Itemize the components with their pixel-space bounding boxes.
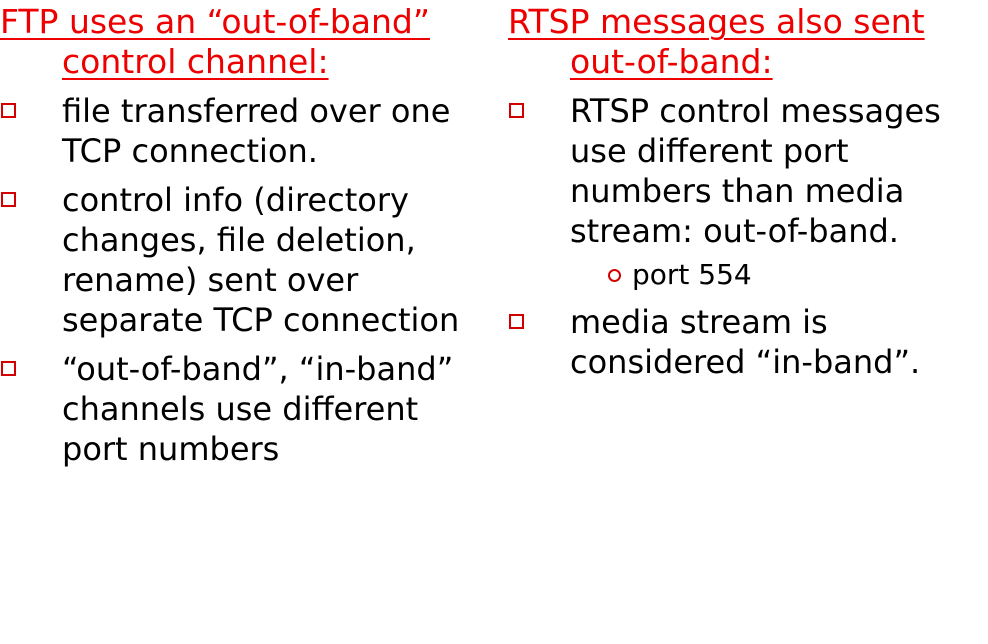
right-column: RTSP messages also sent out-of-band: RTS…: [508, 0, 988, 382]
left-heading: FTP uses an “out-of-band” control channe…: [0, 2, 430, 81]
right-bullet-list: RTSP control messages use different port…: [508, 91, 988, 382]
left-column: FTP uses an “out-of-band” control channe…: [0, 0, 472, 469]
sub-list-item-text: port 554: [632, 258, 752, 291]
list-item: media stream is considered “in-band”.: [508, 302, 988, 382]
list-item-text: control info (directory changes, file de…: [62, 181, 460, 339]
square-bullet-icon: [1, 192, 16, 207]
list-item-text: media stream is considered “in-band”.: [570, 303, 921, 381]
list-item: “out-of-band”, “in-band” channels use di…: [0, 349, 472, 469]
list-item-text: file transferred over one TCP connection…: [62, 92, 451, 170]
list-item-text: “out-of-band”, “in-band” channels use di…: [62, 350, 454, 468]
sub-bullet-list: port 554: [570, 257, 988, 293]
square-bullet-icon: [1, 361, 16, 376]
list-item: control info (directory changes, file de…: [0, 180, 472, 340]
right-heading: RTSP messages also sent out-of-band:: [508, 2, 925, 81]
square-bullet-icon: [509, 103, 524, 118]
circle-bullet-icon: [608, 269, 621, 282]
list-item: RTSP control messages use different port…: [508, 91, 988, 293]
sub-list-item: port 554: [570, 257, 988, 293]
list-item: file transferred over one TCP connection…: [0, 91, 472, 171]
square-bullet-icon: [1, 103, 16, 118]
left-bullet-list: file transferred over one TCP connection…: [0, 91, 472, 469]
list-item-text: RTSP control messages use different port…: [570, 92, 941, 250]
square-bullet-icon: [509, 314, 524, 329]
